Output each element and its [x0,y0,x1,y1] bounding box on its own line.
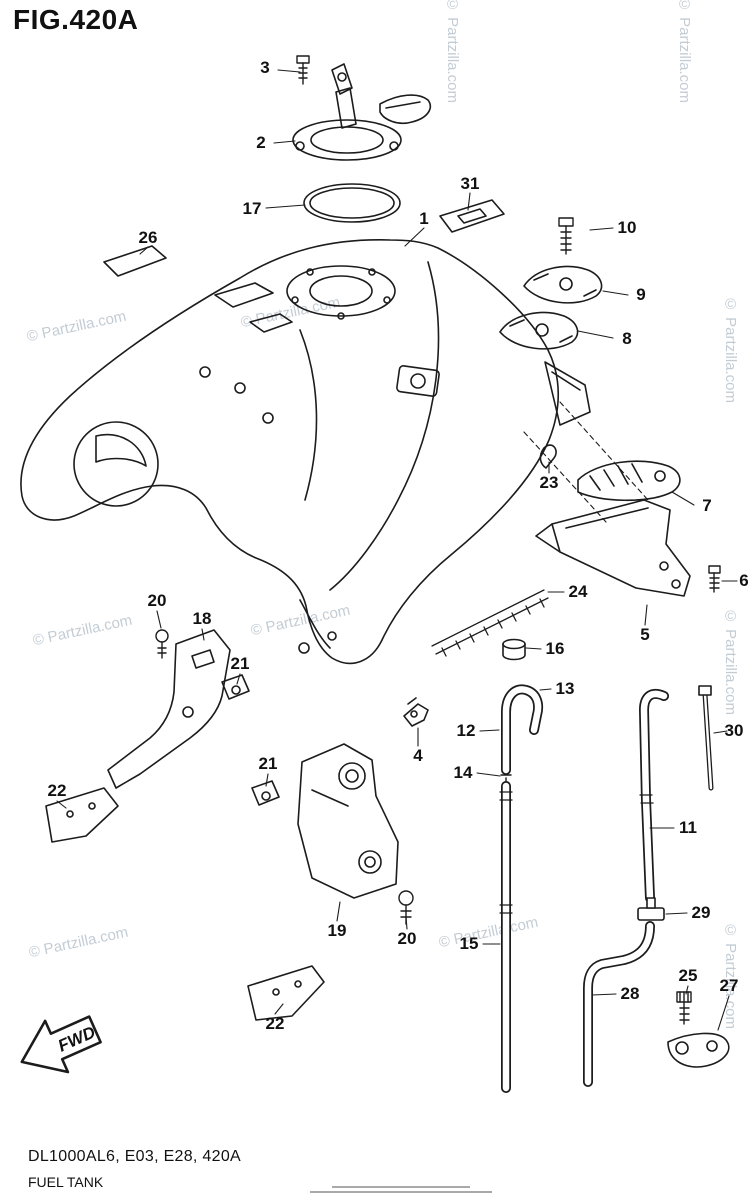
watermark: © Partzilla.com [722,608,739,716]
part-label: 7 [702,496,712,515]
part-label: 19 [327,921,347,940]
watermark: © Partzilla.com [676,0,693,104]
bolt-6 [708,565,721,593]
cushion-26 [103,245,167,277]
watermark: © Partzilla.com [444,0,461,104]
part-label: 10 [617,218,637,237]
part-label: 12 [456,721,476,740]
part-label: 22 [47,781,67,800]
plate-9 [523,265,603,304]
holder-7 [577,460,681,502]
fuel-tank-outline [20,239,591,665]
part-label: 27 [719,976,739,995]
cushion-31 [439,199,505,233]
part-label: 16 [545,639,565,658]
part-label: 14 [453,763,473,782]
rod-24 [431,589,549,657]
spacer-21a [221,674,250,700]
part-label: 20 [397,929,417,948]
fine-print-line [310,1191,492,1193]
figure-title: FIG.420A [13,4,139,35]
part-label: 17 [242,199,262,218]
part-label: 1 [419,209,429,228]
watermark: © Partzilla.com [722,922,739,1030]
part-label: 25 [678,966,698,985]
part-label: 31 [460,174,480,193]
gasket-ring [303,183,401,223]
part-label: 21 [258,754,278,773]
cap-16 [502,638,526,661]
bolt-10 [558,217,574,255]
leader-lines [56,69,738,1031]
screw-3 [296,55,310,85]
cushion-22b [247,965,325,1021]
model-code: DL1000AL6, E03, E28, 420A [28,1148,241,1165]
watermark: © Partzilla.com [722,296,739,404]
part-label: 21 [230,654,250,673]
bolt-25 [676,991,692,1025]
part-label: 18 [192,609,212,628]
diagram-name: FUEL TANK [28,1174,104,1190]
part-label: 6 [739,571,749,590]
clip-23 [539,444,557,469]
fuel-cap [292,63,432,161]
bracket-5 [535,499,691,597]
part-label: 15 [459,934,479,953]
plate-8 [499,311,579,350]
part-label: 22 [265,1014,285,1033]
part-label: 29 [691,903,711,922]
part-label: 9 [636,285,646,304]
hose-28 [583,921,655,1087]
cushion-22a [45,787,119,843]
part-label: 23 [539,473,559,492]
fwd-arrow: FWD [20,1015,102,1074]
part-label: 24 [568,582,588,601]
part-label: 13 [555,679,575,698]
hose-13 [500,684,544,787]
part-label: 20 [147,591,167,610]
part-label: 26 [138,228,158,247]
part-label: 8 [622,329,632,348]
part-label: 2 [256,133,266,152]
t-joint-29 [637,897,665,921]
spacer-21b [251,780,280,806]
fine-print-line [332,1186,470,1188]
hose-11 [639,688,669,903]
part-label: 30 [724,721,744,740]
cable-tie-30 [698,685,714,791]
part-label: 28 [620,984,640,1003]
plate-27 [667,1032,730,1068]
part-label: 5 [640,625,650,644]
bolt-20a [155,629,169,659]
bracket-19 [297,743,399,899]
part-label: 3 [260,58,270,77]
hose-15 [499,781,513,1093]
bracket-18 [107,629,231,789]
clamp-4 [403,697,429,727]
part-label: 4 [413,746,423,765]
part-label: 11 [679,818,697,837]
bolt-20b [398,890,414,925]
